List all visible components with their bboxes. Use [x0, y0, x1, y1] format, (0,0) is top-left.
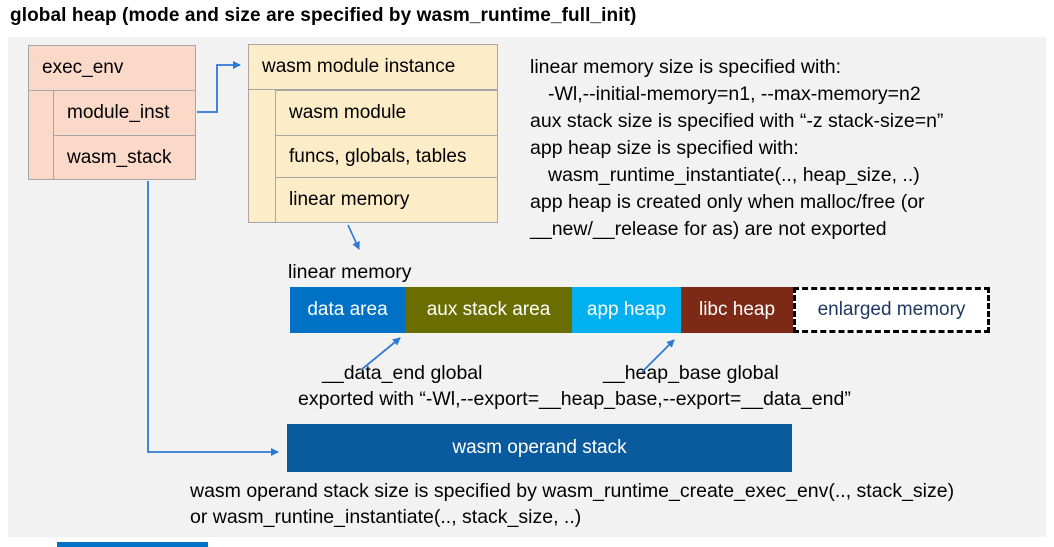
slide-accent-bar	[57, 542, 208, 547]
wasm-operand-stack-label: wasm operand stack	[452, 437, 627, 458]
annotation-heap-base-global: __heap_base global	[603, 362, 779, 384]
note-line: app heap size is specified with:	[530, 137, 799, 159]
field-module-inst: module_inst	[53, 90, 196, 136]
field-wasm-stack-label: wasm_stack	[67, 146, 172, 168]
row-wasm-module: wasm module	[275, 90, 498, 136]
module-instance-header: wasm module instance	[248, 44, 498, 90]
memory-segment-enlarged-memory: enlarged memory	[793, 287, 990, 333]
row-funcs-globals-tables-label: funcs, globals, tables	[289, 145, 467, 167]
memory-segment-libc-heap: libc heap	[681, 287, 793, 333]
notes-block: linear memory size is specified with: -W…	[530, 54, 1042, 243]
field-wasm-stack: wasm_stack	[53, 135, 196, 180]
row-linear-memory-label: linear memory	[289, 189, 410, 210]
note-line: __new/__release for as) are not exported	[530, 218, 887, 240]
exec-env-header: exec_env	[28, 45, 196, 91]
footer-note-line: wasm operand stack size is specified by …	[190, 480, 955, 502]
annotation-exported-with: exported with “-Wl,--export=__heap_base,…	[298, 388, 851, 410]
exec-env-header-label: exec_env	[42, 57, 124, 78]
page-title: global heap (mode and size are specified…	[10, 5, 637, 26]
linear-memory-label: linear memory	[288, 261, 412, 283]
note-line: wasm_runtime_instantiate(.., heap_size, …	[548, 164, 920, 186]
note-line: app heap is created only when malloc/fre…	[530, 191, 925, 213]
memory-segment-label: libc heap	[698, 299, 776, 320]
footer-note: wasm operand stack size is specified by …	[190, 478, 954, 530]
row-funcs-globals-tables: funcs, globals, tables	[275, 135, 498, 178]
memory-segment-data-area: data area	[290, 287, 405, 333]
memory-segment-label: aux stack area	[426, 299, 551, 320]
memory-segment-label: enlarged memory	[817, 299, 966, 320]
module-instance-header-label: wasm module instance	[262, 56, 456, 77]
wasm-operand-stack-bar: wasm operand stack	[287, 424, 792, 472]
field-module-inst-label: module_inst	[67, 102, 170, 123]
memory-segment-app-heap: app heap	[572, 287, 681, 333]
note-line: linear memory size is specified with:	[530, 56, 842, 78]
memory-segment-label: app heap	[586, 299, 667, 320]
memory-segment-aux-stack-area: aux stack area	[405, 287, 572, 333]
memory-segment-label: data area	[307, 299, 388, 320]
footer-note-line: or wasm_runtine_instantiate(.., stack_si…	[190, 506, 582, 528]
note-line: aux stack size is specified with “-z sta…	[530, 110, 944, 132]
note-line: -Wl,--initial-memory=n1, --max-memory=n2	[548, 83, 921, 105]
row-linear-memory: linear memory	[275, 177, 498, 223]
row-wasm-module-label: wasm module	[289, 102, 407, 123]
annotation-data-end-global: __data_end global	[322, 362, 483, 384]
